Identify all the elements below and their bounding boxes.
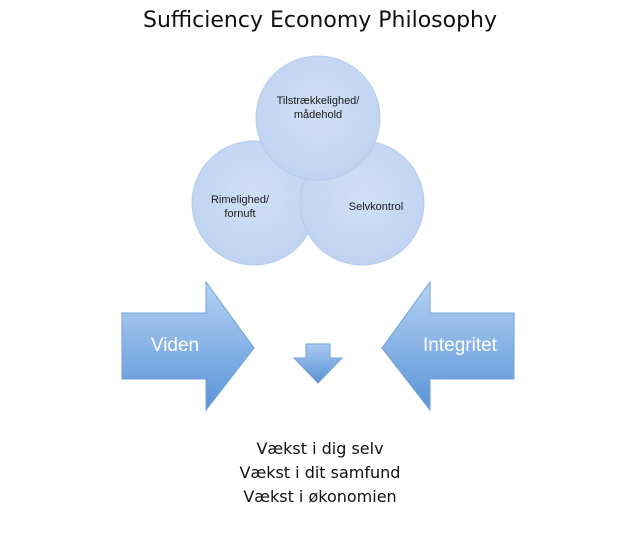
circle-top-label: Tilstrækkelighed/ mådehold	[276, 95, 360, 121]
arrow-right-label: Integritet	[423, 335, 497, 356]
arrow-left-shape	[121, 280, 255, 412]
arrow-right-shape	[381, 280, 515, 412]
venn-circles	[191, 55, 425, 266]
page-title: Sufficiency Economy Philosophy	[142, 8, 498, 33]
arrow-down-icon	[292, 343, 344, 384]
arrow-left-label: Viden	[150, 335, 200, 356]
circle-top	[255, 55, 381, 181]
outcome-line-2: Vækst i dit samfund	[239, 463, 401, 482]
outcome-line-3: Vækst i økonomien	[243, 487, 397, 506]
outcome-line-1: Vækst i dig selv	[256, 439, 384, 458]
circle-right-label: Selvkontrol	[348, 201, 404, 213]
circle-left-label: Rimelighed/ fornuft	[210, 194, 270, 220]
